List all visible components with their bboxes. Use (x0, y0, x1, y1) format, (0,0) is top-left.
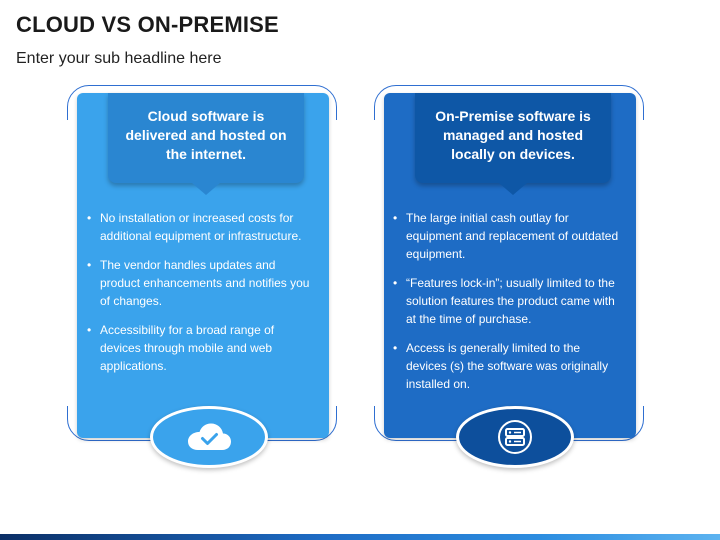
list-item: •The large initial cash outlay for equip… (393, 211, 619, 261)
page-subtitle: Enter your sub headline here (16, 50, 222, 67)
list-item: •“Features lock-in”; usually limited to … (393, 276, 615, 326)
cloud-bullet-text: No installation or increased costs for a… (100, 211, 302, 243)
onprem-bullet-text: “Features lock-in”; usually limited to t… (406, 276, 615, 326)
cloud-bullet-text: Accessibility for a broad range of devic… (100, 323, 275, 373)
cloud-badge (150, 406, 268, 468)
onprem-bullet-text: Access is generally limited to the devic… (406, 341, 609, 391)
onprem-badge (456, 406, 574, 468)
cloud-callout-pointer (192, 183, 220, 195)
onprem-bullet-text: The large initial cash outlay for equipm… (406, 211, 619, 261)
list-item: •Access is generally limited to the devi… (393, 341, 609, 391)
cloud-heading-callout: Cloud software is delivered and hosted o… (108, 93, 304, 195)
list-item: •The vendor handles updates and product … (87, 258, 310, 308)
cloud-heading: Cloud software is delivered and hosted o… (125, 107, 287, 162)
cloud-bullet-list: •No installation or increased costs for … (84, 209, 316, 386)
cloud-bullet-text: The vendor handles updates and product e… (100, 258, 310, 308)
list-item: •No installation or increased costs for … (87, 211, 302, 243)
onprem-bullet-list: •The large initial cash outlay for equip… (390, 209, 622, 404)
list-item: •Accessibility for a broad range of devi… (87, 323, 275, 373)
server-icon (498, 420, 532, 454)
onprem-heading-callout: On-Premise software is managed and hoste… (415, 93, 611, 195)
page-title: CLOUD VS ON-PREMISE (16, 12, 279, 37)
footer-gradient-bar (0, 534, 720, 540)
onprem-heading: On-Premise software is managed and hoste… (435, 107, 591, 162)
onprem-callout-pointer (499, 183, 527, 195)
cloud-check-icon (188, 423, 231, 450)
